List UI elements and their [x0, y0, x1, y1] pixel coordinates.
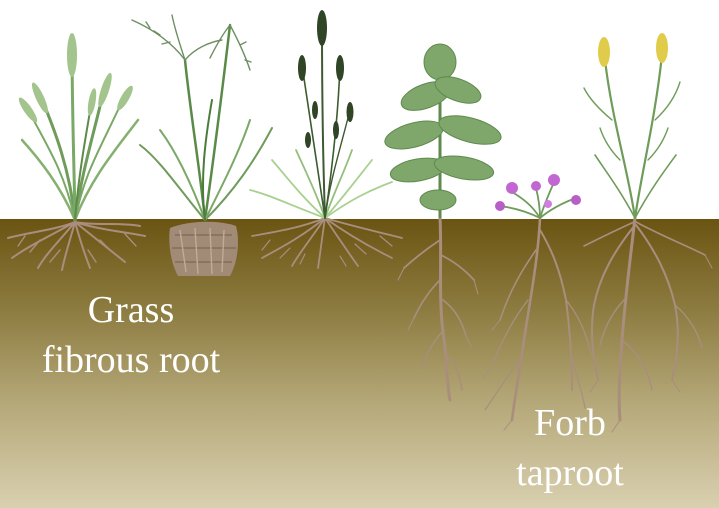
- forb-label-line-2: taproot: [478, 448, 662, 498]
- plant-forb-1: [382, 44, 504, 400]
- grass-blades-1: [22, 40, 138, 220]
- forb-leaves-1: [382, 44, 504, 218]
- fibrous-roots-1: [8, 222, 145, 270]
- taproot-1: [398, 218, 478, 400]
- fibrous-roots-3: [252, 218, 402, 268]
- plant-grass-2: [132, 15, 272, 276]
- grass-panicle-2: [132, 15, 251, 70]
- forb-stems-3: [584, 55, 680, 218]
- forb-label-line-1: Forb: [478, 398, 662, 448]
- fibrous-root-clump-2: [169, 222, 238, 276]
- forb-taproot-label: Forb taproot: [478, 398, 662, 498]
- grass-fibrous-root-label: Grass fibrous root: [20, 285, 242, 385]
- grass-label-line-2: fibrous root: [20, 335, 242, 385]
- flower-heads-2: [495, 174, 581, 211]
- plant-grass-1: [8, 33, 145, 270]
- grass-label-line-1: Grass: [20, 285, 242, 335]
- seed-heads-3: [598, 33, 668, 67]
- plant-grass-3: [250, 10, 402, 268]
- grass-blades-3: [250, 25, 392, 218]
- plant-forb-3: [584, 33, 712, 432]
- plant-forb-2: [482, 174, 596, 430]
